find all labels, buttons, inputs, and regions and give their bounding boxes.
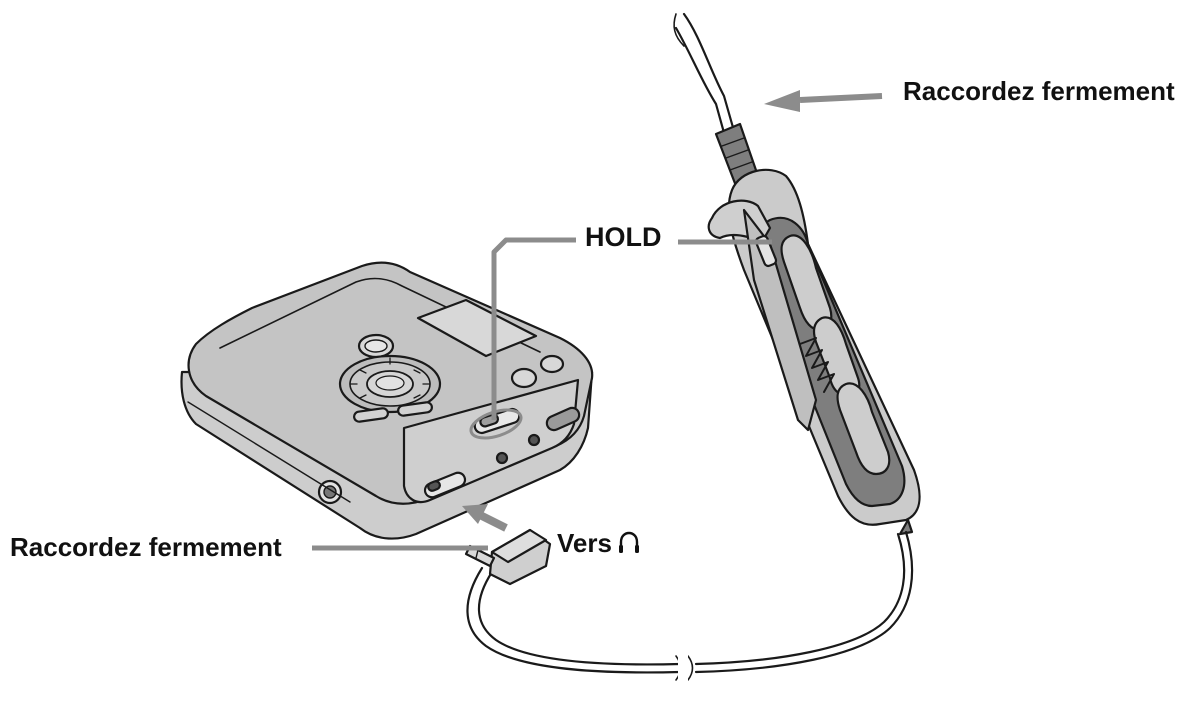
remote-control	[673, 12, 921, 674]
connect-firmly-player-label: Raccordez fermement	[10, 532, 282, 562]
leader-lines	[312, 237, 772, 551]
connection-cable	[464, 528, 694, 682]
to-headphones-text: Vers	[557, 528, 612, 558]
hold-label: HOLD	[585, 222, 662, 252]
minidisc-player	[180, 261, 594, 540]
hold-highlight	[469, 408, 523, 440]
insertion-arrows	[462, 90, 883, 532]
to-headphones-label: Vers	[557, 528, 640, 562]
headphones-icon	[618, 531, 640, 562]
connect-firmly-remote-label: Raccordez fermement	[903, 76, 1175, 106]
